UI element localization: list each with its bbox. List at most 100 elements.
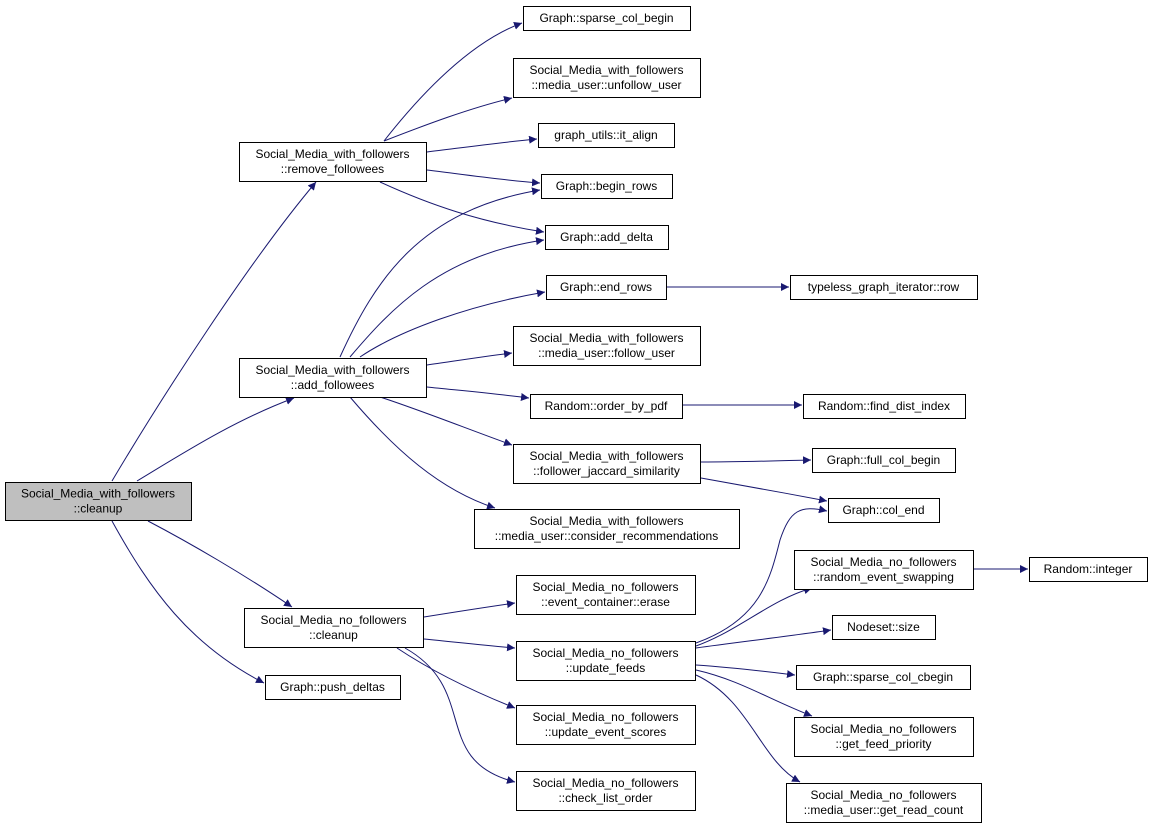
node-n1[interactable]: Social_Media_with_followers::remove_foll… (239, 142, 427, 182)
node-n25[interactable]: Social_Media_no_followers::get_feed_prio… (794, 717, 974, 757)
node-label: Social_Media_with_followers (529, 449, 683, 463)
edge-n3-n20 (423, 638, 516, 652)
node-label: Social_Media_no_followers (810, 555, 956, 569)
node-label: ::random_event_swapping (813, 570, 954, 584)
node-box (530, 394, 683, 419)
node-n14[interactable]: Random::find_dist_index (803, 394, 966, 419)
edge-n20-n25 (695, 669, 813, 717)
node-label: Social_Media_with_followers (529, 514, 683, 528)
node-box (516, 575, 696, 615)
node-n10[interactable]: Graph::end_rows (546, 275, 667, 300)
edge-n2-n10 (359, 289, 546, 358)
node-label: Graph::end_rows (560, 280, 652, 294)
edge-n2-n18 (349, 396, 496, 510)
node-n8[interactable]: Graph::begin_rows (541, 174, 673, 199)
edge-n2-n15 (379, 396, 513, 447)
node-label: ::remove_followees (281, 162, 384, 176)
node-label: Social_Media_with_followers (21, 487, 175, 501)
node-label: Random::integer (1044, 562, 1133, 576)
node-box (523, 6, 691, 31)
edge-n0-n3 (147, 520, 293, 608)
node-label: Graph::sparse_col_cbegin (813, 670, 953, 684)
node-box (474, 509, 740, 549)
node-label: ::cleanup (74, 502, 123, 516)
node-label: ::follower_jaccard_similarity (533, 464, 680, 478)
node-label: Random::find_dist_index (818, 399, 950, 413)
node-n15[interactable]: Social_Media_with_followers::follower_ja… (513, 444, 701, 484)
node-label: Random::order_by_pdf (545, 399, 668, 413)
node-box (513, 58, 701, 98)
node-box (541, 174, 673, 199)
edge-n1-n5 (383, 21, 523, 142)
node-n28[interactable]: Social_Media_no_followers::media_user::g… (786, 783, 982, 823)
node-box (812, 448, 956, 473)
node-box (538, 123, 675, 148)
node-n23[interactable]: Nodeset::size (832, 615, 936, 640)
node-label: Social_Media_with_followers (255, 363, 409, 377)
node-label: Social_Media_no_followers (810, 722, 956, 736)
node-n6[interactable]: Social_Media_with_followers::media_user:… (513, 58, 701, 98)
node-n2[interactable]: Social_Media_with_followers::add_followe… (239, 358, 427, 398)
node-box (1029, 557, 1148, 582)
node-n9[interactable]: Graph::add_delta (545, 225, 669, 250)
node-n24[interactable]: Graph::sparse_col_cbegin (796, 665, 971, 690)
node-n11[interactable]: typeless_graph_iterator::row (790, 275, 978, 300)
edge-n1-n8 (426, 169, 541, 187)
node-label: ::media_user::unfollow_user (531, 78, 681, 92)
node-box (794, 717, 974, 757)
node-label: ::check_list_order (558, 791, 652, 805)
node-n5[interactable]: Graph::sparse_col_begin (523, 6, 691, 31)
edge-n2-n13 (426, 386, 530, 401)
node-n21[interactable]: Social_Media_no_followers::random_event_… (794, 550, 974, 590)
node-label: Social_Media_with_followers (529, 331, 683, 345)
node-n20[interactable]: Social_Media_no_followers::update_feeds (516, 641, 696, 681)
nodes: Social_Media_with_followers::cleanupSoci… (5, 6, 1148, 823)
node-label: Graph::sparse_col_begin (539, 11, 673, 25)
node-label: Social_Media_no_followers (532, 776, 678, 790)
node-label: Graph::add_delta (560, 230, 653, 244)
node-box (516, 641, 696, 681)
node-n12[interactable]: Social_Media_with_followers::media_user:… (513, 326, 701, 366)
node-box (239, 358, 427, 398)
node-n4[interactable]: Graph::push_deltas (265, 675, 401, 700)
node-label: Social_Media_no_followers (810, 788, 956, 802)
node-box (516, 705, 696, 745)
edge-n1-n9 (379, 181, 545, 235)
node-n27[interactable]: Social_Media_no_followers::check_list_or… (516, 771, 696, 811)
edge-n2-n8 (339, 187, 541, 358)
node-n0[interactable]: Social_Media_with_followers::cleanup (5, 482, 192, 521)
edge-n3-n19 (423, 600, 516, 618)
node-n17[interactable]: Graph::col_end (828, 498, 940, 523)
node-n3[interactable]: Social_Media_no_followers::cleanup (244, 608, 424, 648)
edge-n1-n7 (426, 135, 538, 153)
node-n18[interactable]: Social_Media_with_followers::media_user:… (474, 509, 740, 549)
node-n22[interactable]: Random::integer (1029, 557, 1148, 582)
node-label: ::add_followees (291, 378, 374, 392)
node-label: ::update_feeds (566, 661, 645, 675)
edge-n2-n9 (349, 237, 545, 358)
node-label: ::update_event_scores (545, 725, 666, 739)
edge-n2-n12 (426, 350, 513, 366)
node-label: typeless_graph_iterator::row (808, 280, 960, 294)
node-box (794, 550, 974, 590)
node-box (803, 394, 966, 419)
node-n26[interactable]: Social_Media_no_followers::update_event_… (516, 705, 696, 745)
edges (111, 21, 1028, 784)
node-n7[interactable]: graph_utils::it_align (538, 123, 675, 148)
edge-n20-n17 (695, 505, 828, 644)
node-n16[interactable]: Graph::full_col_begin (812, 448, 956, 473)
node-box (545, 225, 669, 250)
edge-n3-n26 (396, 647, 516, 709)
node-box (513, 326, 701, 366)
node-box (244, 608, 424, 648)
node-box (513, 444, 701, 484)
node-n13[interactable]: Random::order_by_pdf (530, 394, 683, 419)
node-label: ::media_user::consider_recommendations (495, 529, 718, 543)
edge-n20-n21 (695, 586, 813, 647)
node-label: Graph::begin_rows (556, 179, 657, 193)
edge-n20-n23 (695, 627, 832, 649)
edge-n20-n24 (695, 664, 796, 679)
node-n19[interactable]: Social_Media_no_followers::event_contain… (516, 575, 696, 615)
node-label: Social_Media_no_followers (532, 580, 678, 594)
